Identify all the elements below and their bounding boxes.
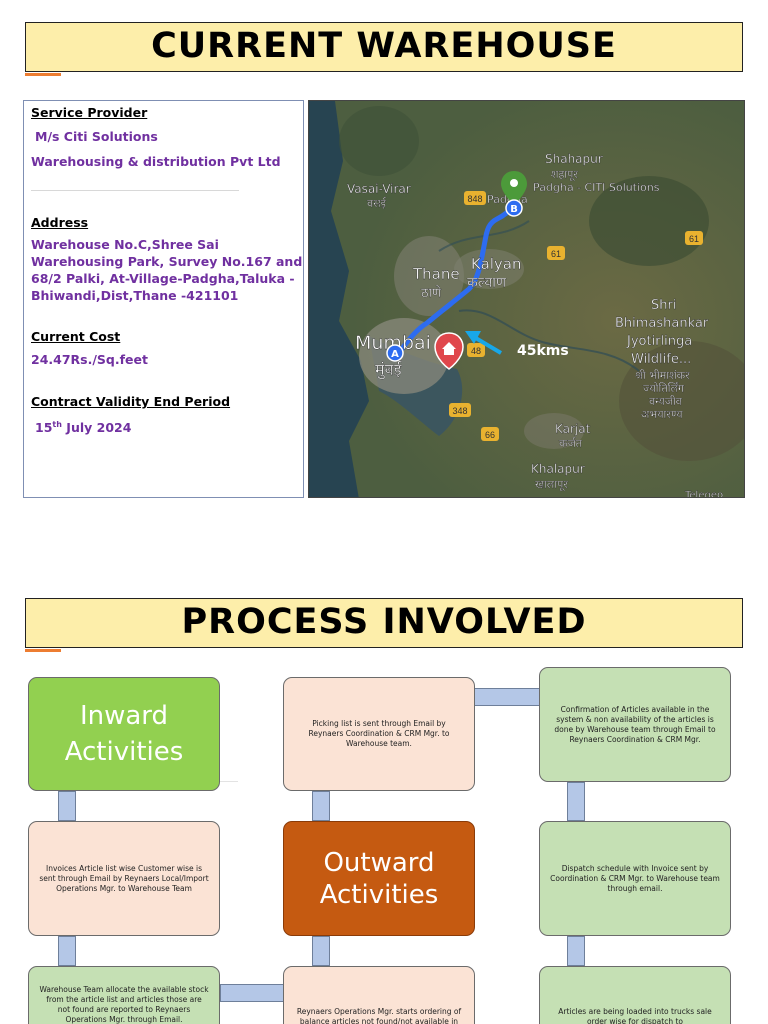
connector-allocate-ordering [220, 984, 284, 1002]
connector-inward-invoices [58, 791, 76, 821]
place-bhimashankar-local-3: वन्यजीव [649, 395, 683, 408]
route-map-canvas: 848 61 61 48 348 66 Shahapur शहापूर Padg… [309, 101, 744, 498]
contract-validity-value: 15th July 2024 [35, 420, 132, 436]
warehouse-info-panel: Service Provider M/s Citi Solutions Ware… [23, 100, 304, 498]
route-marker-b: B [505, 199, 523, 217]
place-bhimashankar-local-2: ज्योतिर्लिंग [643, 382, 685, 395]
process-involved-title: PROCESS INVOLVED [25, 598, 743, 648]
map-attribution: Telegeo [684, 490, 723, 498]
place-shahapur: Shahapur [545, 152, 603, 166]
connector-outward-ordering [312, 936, 330, 966]
place-bhimashankar-2: Bhimashankar [615, 316, 709, 331]
address-label: Address [31, 215, 89, 230]
dispatch-schedule-box: Dispatch schedule with Invoice sent by C… [539, 821, 731, 936]
ordering-box: Reynaers Operations Mgr. starts ordering… [283, 966, 475, 1024]
current-warehouse-title: CURRENT WAREHOUSE [25, 22, 743, 72]
address-line-1: Warehouse No.C,Shree Sai [31, 237, 219, 252]
place-bhimashankar-local-1: श्री भीमाशंकर [635, 369, 690, 382]
provider-company: Warehousing & distribution Pvt Ltd [31, 154, 281, 169]
road-shield-66: 66 [481, 427, 499, 441]
confirmation-box: Confirmation of Articles available in th… [539, 667, 731, 782]
place-thane: Thane [412, 265, 460, 283]
svg-text:66: 66 [485, 430, 495, 440]
road-shield-61a: 61 [547, 246, 565, 260]
service-provider-label: Service Provider [31, 105, 148, 120]
road-shield-48: 48 [467, 343, 485, 357]
place-mumbai: Mumbai [355, 332, 431, 354]
svg-text:B: B [510, 204, 518, 215]
connector-picking-outward [312, 791, 330, 821]
address-line-4: Bhiwandi,Dist,Thane -421101 [31, 288, 239, 303]
place-kalyan: Kalyan [471, 255, 522, 273]
road-shield-848: 848 [464, 191, 486, 205]
address-line-2: Warehousing Park, Survey No.167 and [31, 254, 303, 269]
connector-invoices-allocate [58, 936, 76, 966]
destination-pin-icon [501, 171, 527, 205]
svg-text:348: 348 [452, 406, 467, 416]
place-khalapur-local: खालापूर [535, 478, 568, 492]
outward-activities-box: Outward Activities [283, 821, 475, 936]
place-bhimashankar-3: Jyotirlinga [626, 334, 692, 349]
place-karjat-local: कर्जत [559, 437, 583, 450]
place-padgha: Padgha - CITI Solutions [533, 181, 660, 194]
current-cost-label: Current Cost [31, 329, 121, 344]
place-vasai-local: वसई [367, 197, 387, 210]
info-separator [31, 190, 239, 191]
loading-box: Articles are being loaded into trucks sa… [539, 966, 731, 1024]
title-accent-bar [25, 73, 61, 76]
place-kalyan-local: कल्याण [467, 275, 507, 291]
place-bhimashankar-local-4: अभयारण्य [641, 408, 683, 421]
home-pin-icon [434, 332, 464, 370]
provider-name: M/s Citi Solutions [35, 129, 158, 144]
svg-text:61: 61 [689, 234, 699, 244]
route-line [394, 203, 517, 359]
place-vasai: Vasai-Virar [347, 182, 411, 196]
contract-validity-label: Contract Validity End Period [31, 394, 231, 409]
svg-text:48: 48 [471, 346, 481, 356]
place-khalapur: Khalapur [531, 462, 585, 476]
current-cost-value: 24.47Rs./Sq.feet [31, 352, 148, 367]
place-shahapur-local: शहापूर [551, 168, 578, 182]
road-shield-348: 348 [449, 403, 471, 417]
title-accent-bar [25, 649, 61, 652]
faint-divider [220, 781, 238, 782]
connector-dispatch-loading [567, 936, 585, 966]
connector-confirmation-dispatch [567, 782, 585, 821]
svg-text:61: 61 [551, 249, 561, 259]
address-line-3: 68/2 Palki, At-Village-Padgha,Taluka - [31, 271, 295, 286]
picking-list-box: Picking list is sent through Email by Re… [283, 677, 475, 791]
route-map: 848 61 61 48 348 66 Shahapur शहापूर Padg… [308, 100, 745, 498]
invoices-box: Invoices Article list wise Customer wise… [28, 821, 220, 936]
svg-text:A: A [391, 349, 399, 360]
place-mumbai-local: मुंबई [375, 360, 403, 380]
road-shield-61b: 61 [685, 231, 703, 245]
allocate-stock-box: Warehouse Team allocate the available st… [28, 966, 220, 1024]
place-karjat: Karjat [555, 422, 591, 436]
place-thane-local: ठाणे [421, 285, 442, 301]
distance-label: 45kms [517, 343, 569, 359]
place-bhimashankar-1: Shri [651, 298, 676, 313]
inward-activities-box: Inward Activities [28, 677, 220, 791]
svg-text:848: 848 [467, 194, 482, 204]
connector-picking-confirmation [474, 688, 540, 706]
route-marker-a: A [386, 344, 404, 362]
distance-arrow-icon [465, 331, 503, 355]
place-bhimashankar-4: Wildlife... [631, 352, 691, 367]
